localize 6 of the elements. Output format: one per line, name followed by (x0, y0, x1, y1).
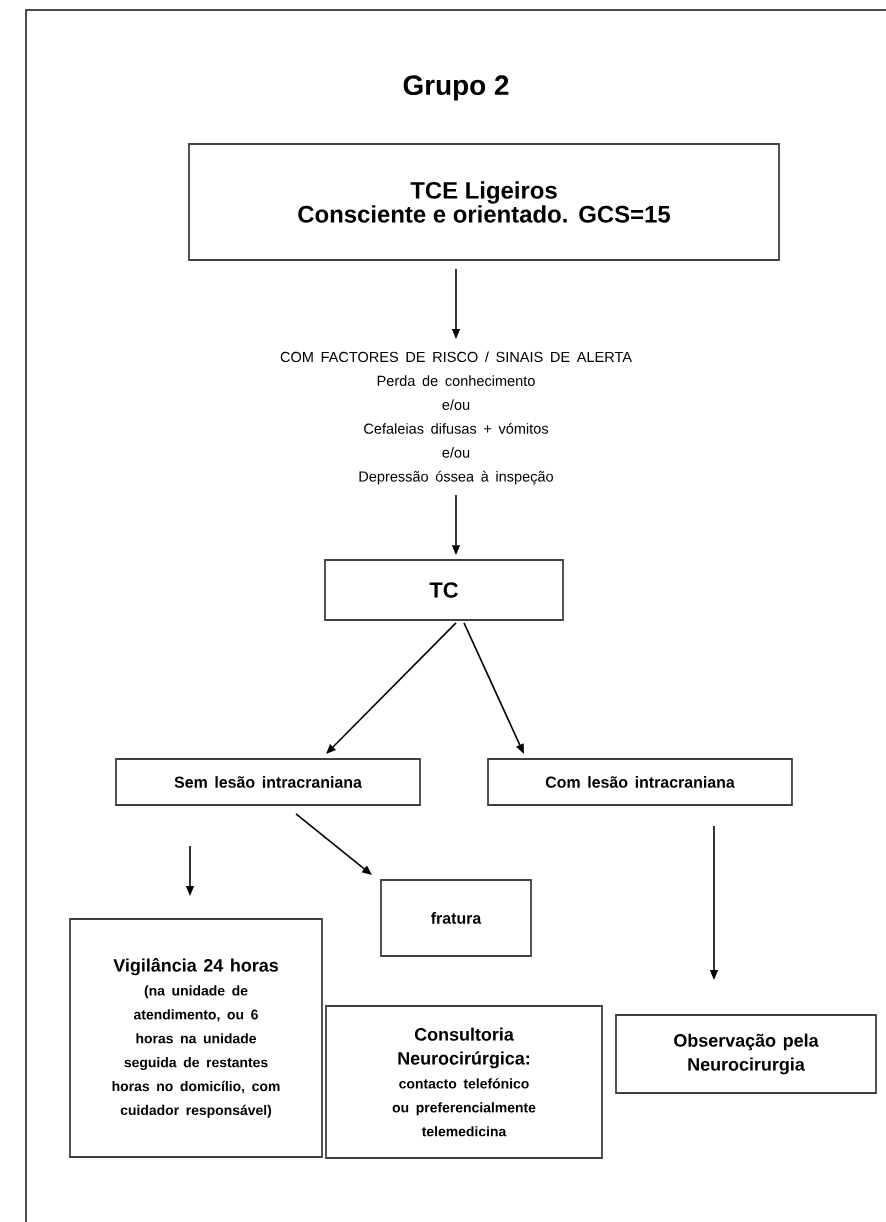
process-box: TCE Ligeiros Consciente e orientado. GCS=15 (188, 143, 780, 261)
arrow (295, 813, 372, 875)
arrow (326, 622, 457, 754)
process-box: Observação pela Neurocirurgia (615, 1014, 877, 1094)
process-box: TC (324, 559, 564, 621)
title: Grupo 2 (403, 75, 509, 101)
